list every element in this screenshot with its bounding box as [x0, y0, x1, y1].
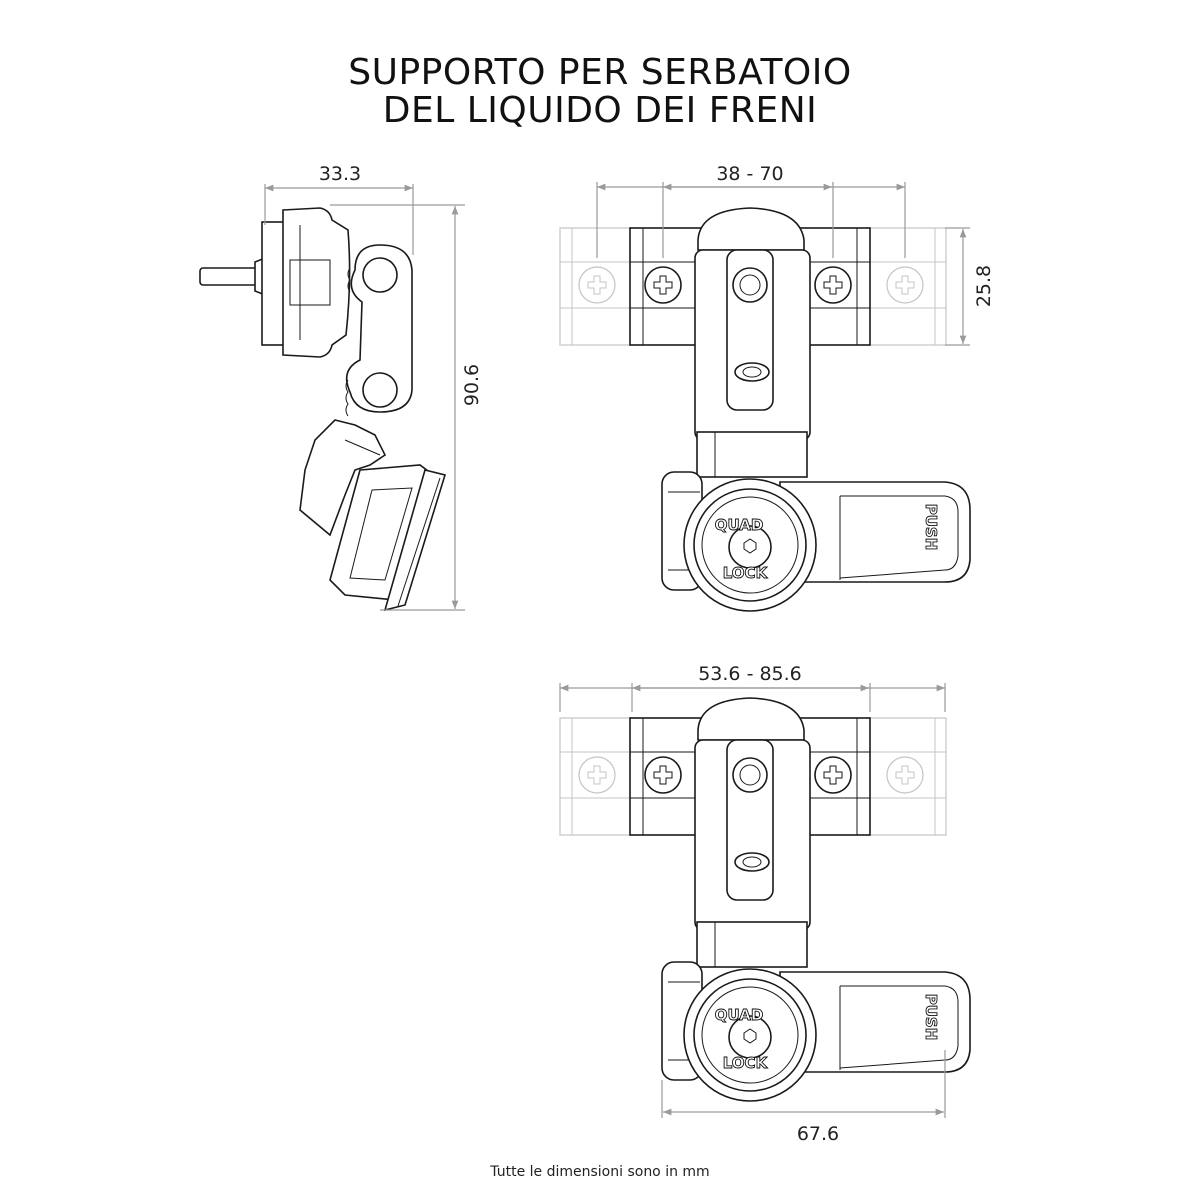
top-view-1-height-dimension: 25.8 — [945, 227, 995, 346]
width-label-2: 67.6 — [797, 1123, 839, 1145]
side-width-dimension: 33.3 — [264, 163, 414, 255]
title-line-1: SUPPORTO PER SERBATOIO — [348, 52, 851, 93]
top-view-1-drawing — [560, 208, 970, 611]
quad-lock-logo-2b: LOCK — [723, 1054, 769, 1072]
span-label-1: 38 - 70 — [716, 163, 783, 185]
height-label-1: 25.8 — [973, 265, 995, 307]
top-view-2-width-dimension: 67.6 — [661, 1050, 946, 1145]
side-width-label: 33.3 — [319, 163, 361, 185]
top-view-2-span-dimension: 53.6 - 85.6 — [559, 663, 946, 712]
push-label-1: PUSH — [922, 504, 940, 551]
quad-lock-logo-1: QUAD — [715, 516, 764, 534]
push-label-2: PUSH — [922, 994, 940, 1041]
title-line-2: DEL LIQUIDO DEI FRENI — [383, 90, 817, 131]
quad-lock-logo-1b: LOCK — [723, 564, 769, 582]
top-view-2-drawing — [560, 698, 970, 1101]
side-height-dimension: 90.6 — [330, 204, 483, 611]
units-footnote: Tutte le dimensioni sono in mm — [489, 1164, 709, 1180]
quad-lock-logo-2: QUAD — [715, 1006, 764, 1024]
top-view-1-span-dimension: 38 - 70 — [596, 163, 906, 258]
span-label-2: 53.6 - 85.6 — [698, 663, 802, 685]
side-view-drawing — [199, 207, 447, 612]
side-height-label: 90.6 — [461, 364, 483, 406]
